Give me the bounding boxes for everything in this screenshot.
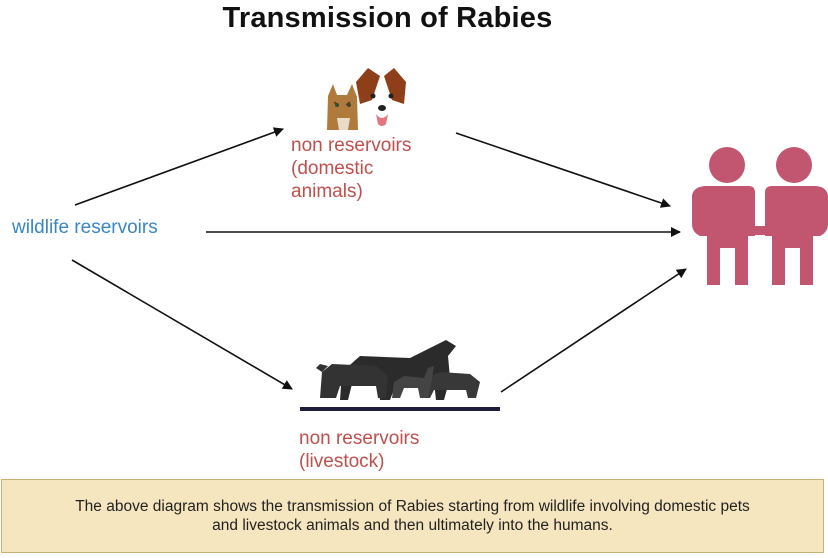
two-people-icon <box>692 147 828 285</box>
caption-box: The above diagram shows the transmission… <box>1 479 824 553</box>
domestic-animals-label: non reservoirs (domestic animals) <box>291 134 411 203</box>
caption-text: The above diagram shows the transmission… <box>62 497 763 535</box>
arrow-wildlife-to-livestock <box>72 260 292 389</box>
domestic-label-line-3: animals) <box>291 180 411 203</box>
domestic-label-line-1: non reservoirs <box>291 134 411 157</box>
livestock-label-line-1: non reservoirs <box>299 427 419 450</box>
arrow-domestic-to-humans <box>456 133 670 206</box>
arrow-wildlife-to-domestic <box>75 129 283 205</box>
transmission-diagram <box>0 0 828 478</box>
domestic-label-line-2: (domestic <box>291 157 411 180</box>
livestock-label: non reservoirs (livestock) <box>299 427 419 473</box>
wildlife-reservoirs-label: wildlife reservoirs <box>12 216 158 239</box>
livestock-icon <box>300 340 500 411</box>
livestock-label-line-2: (livestock) <box>299 450 419 473</box>
arrow-livestock-to-humans <box>501 269 686 392</box>
cat-and-dog-icon <box>312 62 442 132</box>
